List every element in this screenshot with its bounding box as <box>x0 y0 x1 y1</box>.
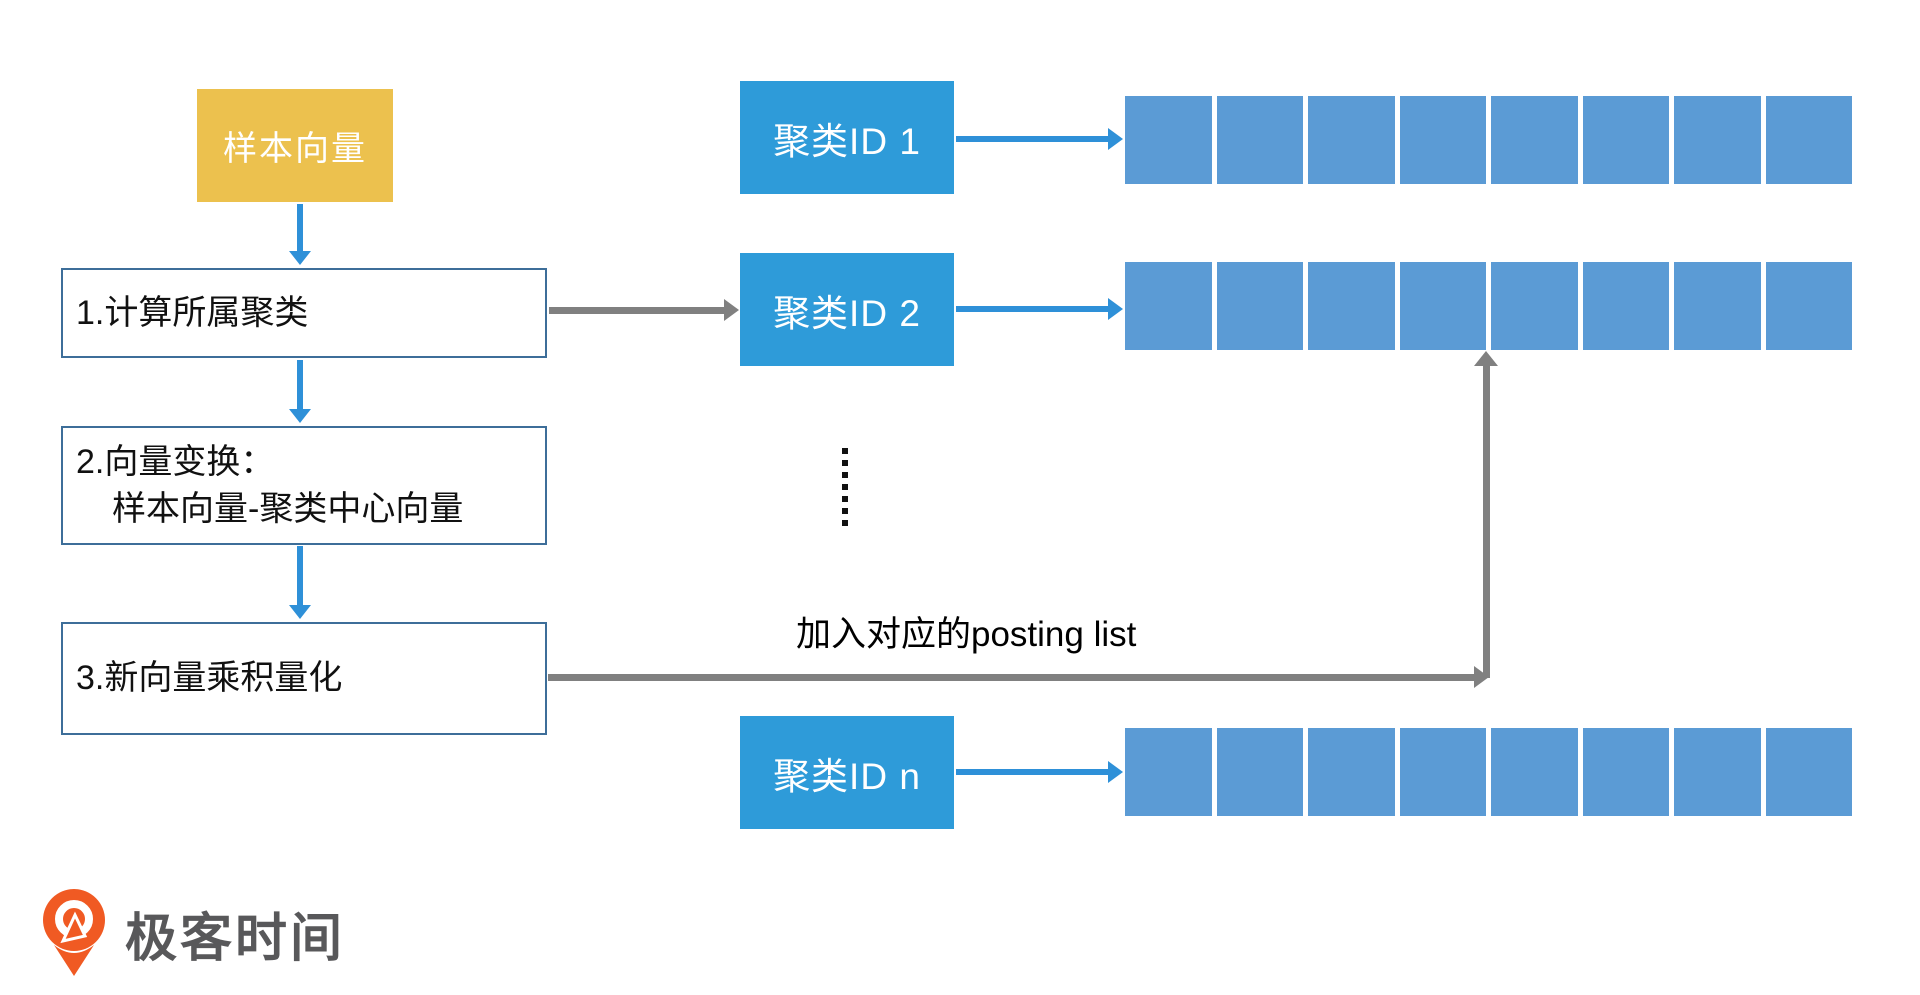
arrow-cluster2-to-list <box>956 298 1123 320</box>
posting-cell <box>1674 96 1761 184</box>
posting-label: 加入对应的posting list <box>796 615 1137 654</box>
cluster-box-n: 聚类ID n <box>740 716 954 829</box>
dot <box>842 484 848 490</box>
posting-cell <box>1765 262 1852 350</box>
geektime-logo: 极客时间 <box>41 889 345 977</box>
posting-cell <box>1308 262 1395 350</box>
dot <box>842 448 848 454</box>
elbow-arrow-horizontal <box>548 666 1489 688</box>
posting-cell <box>1216 96 1303 184</box>
posting-cell <box>1125 728 1212 816</box>
cluster-label-n: 聚类ID n <box>773 755 921 797</box>
posting-cell <box>1491 262 1578 350</box>
cluster-label-2: 聚类ID 2 <box>773 292 921 334</box>
arrow-cluster1-to-list <box>956 128 1123 150</box>
dot <box>842 460 848 466</box>
posting-cell <box>1491 728 1578 816</box>
logo-text: 极客时间 <box>125 909 346 968</box>
posting-cell <box>1125 96 1212 184</box>
posting-cell <box>1399 96 1486 184</box>
ellipsis-dots <box>842 448 848 526</box>
dot <box>842 472 848 478</box>
posting-list-row-3 <box>1125 728 1852 816</box>
dot <box>842 496 848 502</box>
flow-arrow-step2-to-step3 <box>289 546 311 619</box>
flow-arrow-step1-to-step2 <box>289 360 311 423</box>
posting-cell <box>1674 728 1761 816</box>
posting-cell <box>1491 96 1578 184</box>
sample-vector-box: 样本向量 <box>197 89 393 202</box>
step1-text: 1.计算所属聚类 <box>76 293 309 332</box>
posting-list-row-2 <box>1125 262 1852 350</box>
step3-text: 3.新向量乘积量化 <box>76 659 343 698</box>
posting-list-row-1 <box>1125 96 1852 184</box>
logo-pin-icon <box>43 889 105 976</box>
posting-cell <box>1674 262 1761 350</box>
posting-cell <box>1582 96 1669 184</box>
posting-cell <box>1308 728 1395 816</box>
arrow-step1-to-cluster2 <box>549 299 739 321</box>
cluster-box-2: 聚类ID 2 <box>740 253 954 366</box>
posting-cell <box>1582 728 1669 816</box>
dot <box>842 508 848 514</box>
step-box-2: 2.向量变换： 样本向量-聚类中心向量 <box>61 426 547 545</box>
posting-cell <box>1399 728 1486 816</box>
step-box-3: 3.新向量乘积量化 <box>61 622 547 735</box>
posting-cell <box>1216 728 1303 816</box>
posting-cell <box>1308 96 1395 184</box>
posting-cell <box>1399 262 1486 350</box>
posting-cell <box>1765 96 1852 184</box>
step-box-1: 1.计算所属聚类 <box>61 268 547 358</box>
sample-vector-label: 样本向量 <box>223 130 367 168</box>
step2-text-line1: 2.向量变换： <box>76 442 275 481</box>
dot <box>842 520 848 526</box>
posting-cell <box>1125 262 1212 350</box>
flow-arrow-sample-to-step1 <box>289 204 311 265</box>
posting-cell <box>1765 728 1852 816</box>
step2-text-line2: 样本向量-聚类中心向量 <box>112 489 464 528</box>
arrow-clustern-to-list <box>956 761 1123 783</box>
posting-cell <box>1216 262 1303 350</box>
elbow-arrow-vertical <box>1474 351 1498 678</box>
posting-cell <box>1582 262 1669 350</box>
cluster-box-1: 聚类ID 1 <box>740 81 954 194</box>
cluster-label-1: 聚类ID 1 <box>773 120 921 162</box>
